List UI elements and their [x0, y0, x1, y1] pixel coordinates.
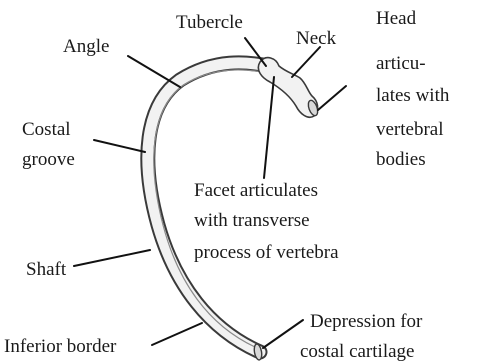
label-neck: Neck: [296, 28, 337, 49]
leader-shaft: [74, 250, 150, 266]
label-shaft: Shaft: [26, 259, 67, 280]
leader-depression: [263, 320, 303, 348]
leader-neck: [292, 47, 320, 77]
label-tubercle: Tubercle: [176, 12, 243, 33]
label-costal-groove: Costal groove: [22, 119, 75, 170]
leader-angle: [128, 56, 180, 87]
label-facet: Facet articulates with transverse proces…: [194, 180, 339, 263]
leader-facet: [264, 77, 274, 178]
leader-head: [318, 86, 346, 110]
label-head: Head articu- lates with vertebral bodies: [376, 8, 454, 170]
label-angle: Angle: [63, 36, 109, 57]
leader-costal-groove: [94, 140, 145, 152]
label-depression: Depression for costal cartilage: [300, 311, 427, 362]
label-inferior-border: Inferior border: [4, 336, 117, 357]
leader-inferior-border: [152, 323, 202, 345]
